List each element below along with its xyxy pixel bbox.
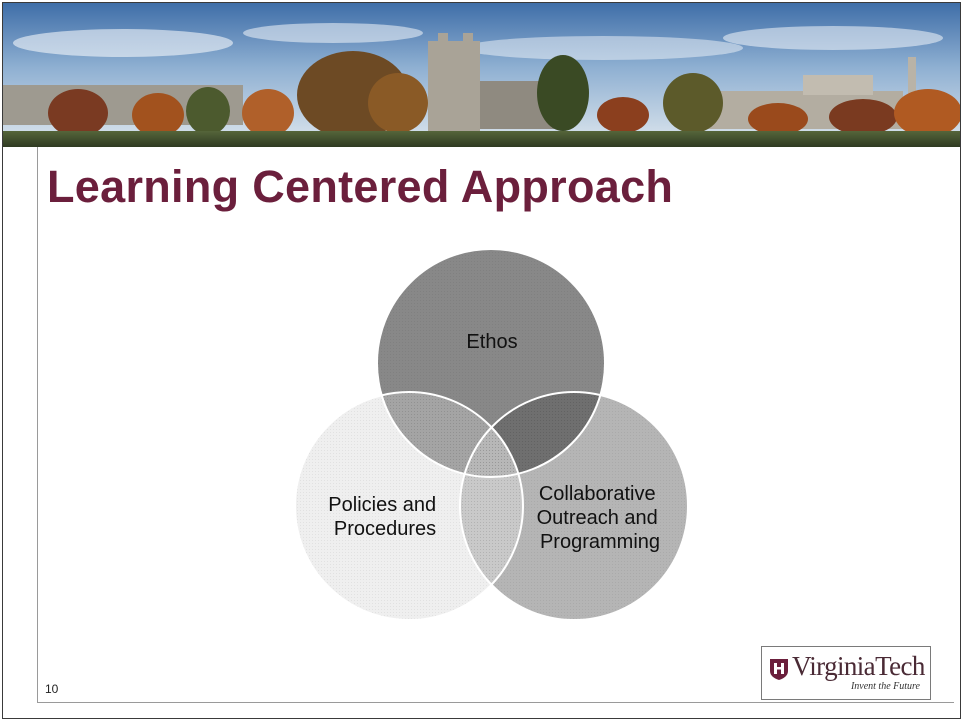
venn-label-outreach: Collaborative Outreach and Programming [537,483,664,553]
slide-page-number: 10 [45,682,59,696]
slide-title: Learning Centered Approach [47,161,674,212]
venn-label-policies: Policies and Procedures [328,494,441,540]
logo-wordmark: VirginiaTech [792,651,925,681]
vt-shield-icon [770,659,788,680]
venn-diagram: Ethos Policies and Procedures Collaborat… [294,248,689,621]
campus-panorama-banner [3,3,960,147]
logo-tagline: Invent the Future [850,681,920,692]
content-frame [37,147,954,703]
virginia-tech-logo: VirginiaTech Invent the Future [761,646,931,700]
venn-label-ethos: Ethos [466,331,517,353]
